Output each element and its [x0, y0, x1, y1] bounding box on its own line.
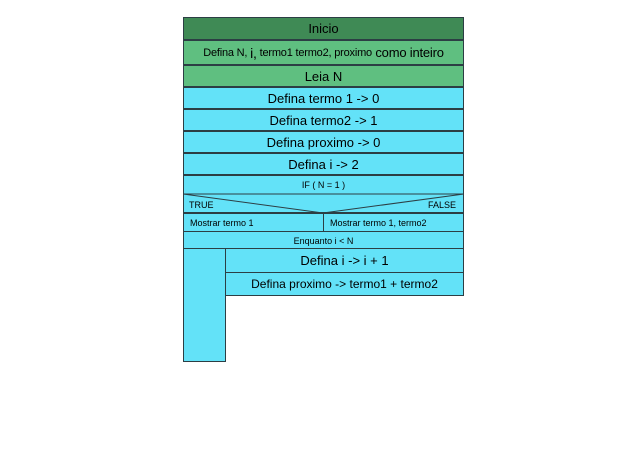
- while-loop-block: Enquanto i < N: [183, 231, 464, 249]
- declare-i: i,: [250, 44, 257, 61]
- step-label: Defina proximo -> 0: [266, 134, 381, 150]
- step-label: Defina termo 1 -> 0: [267, 90, 380, 106]
- step-label: Defina termo2 -> 1: [269, 112, 378, 128]
- true-label: TRUE: [189, 200, 214, 210]
- step-block: Defina termo 1 -> 0: [183, 87, 464, 109]
- declare-variables-block: Defina N, i, termo1 termo2, proximo como…: [183, 40, 464, 65]
- loop-body-block: Defina proximo -> termo1 + termo2: [225, 272, 464, 296]
- start-block: Inicio: [183, 17, 464, 40]
- loop-body-block: Defina i -> i + 1: [225, 248, 464, 273]
- declare-prefix: Defina N,: [203, 46, 251, 59]
- step-block: Defina proximo -> 0: [183, 131, 464, 153]
- while-condition: Enquanto i < N: [293, 236, 354, 246]
- read-block: Leia N: [183, 65, 464, 87]
- if-block: IF ( N = 1 ) TRUE FALSE: [183, 175, 464, 213]
- loop-body-label: Defina i -> i + 1: [300, 253, 389, 268]
- false-label: FALSE: [427, 200, 456, 210]
- step-block: Defina i -> 2: [183, 153, 464, 175]
- if-condition: IF ( N = 1 ): [301, 180, 346, 190]
- step-label: Defina i -> 2: [288, 156, 359, 172]
- declare-mid: termo1 termo2, proximo: [256, 46, 373, 59]
- true-branch-label: Mostrar termo 1: [190, 217, 254, 228]
- if-divider-lines: [183, 193, 464, 213]
- true-branch-block: Mostrar termo 1: [183, 213, 324, 232]
- while-loop-bar: [183, 248, 226, 362]
- declare-suffix: como inteiro: [371, 45, 444, 60]
- loop-body-label: Defina proximo -> termo1 + termo2: [251, 277, 438, 291]
- read-label: Leia N: [304, 68, 343, 84]
- false-branch-block: Mostrar termo 1, termo2: [323, 213, 464, 232]
- step-block: Defina termo2 -> 1: [183, 109, 464, 131]
- start-label: Inicio: [308, 21, 339, 36]
- false-branch-label: Mostrar termo 1, termo2: [330, 217, 427, 228]
